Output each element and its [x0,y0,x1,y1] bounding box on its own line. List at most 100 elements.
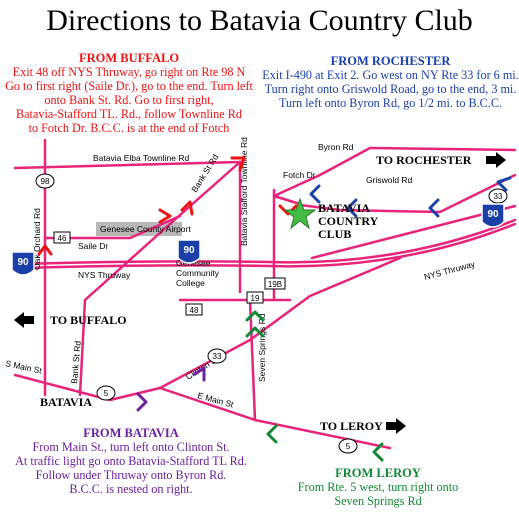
rochester-directions: FROM ROCHESTER Exit I-490 at Exit 2. Go … [262,54,519,110]
buffalo-chevron [180,200,194,216]
road-seven-springs [248,298,257,422]
svg-text:33: 33 [494,192,503,201]
destination-star-icon [283,197,317,230]
svg-text:19: 19 [251,294,260,303]
road-thruway [20,218,517,266]
rochester-chevron [496,176,512,192]
rochester-line: Exit I-490 at Exit 2. Go west on NY Rte … [262,68,519,82]
shield-i90-mid: 90 [177,239,201,264]
road-clinton [158,256,402,390]
buffalo-line: to Fotch Dr. B.C.C. is at the end of Fot… [28,121,230,135]
leroy-line: Seven Springs Rd [334,494,422,508]
road-saile [43,214,182,240]
buffalo-heading: FROM BUFFALO [78,51,180,65]
svg-text:33: 33 [213,352,222,361]
rochester-heading: FROM ROCHESTER [330,54,451,68]
label-college-2: Community [176,268,220,278]
to-buffalo-arrow-icon [14,312,24,328]
buffalo-line: Exit 48 off NYS Thruway, go right on Rte… [12,65,246,79]
road-bank-lower [78,213,182,397]
to-buffalo-label: TO BUFFALO [50,313,127,327]
svg-text:COUNTRY: COUNTRY [318,214,379,228]
road-fotch [272,194,302,206]
shield-46: 46 [53,231,71,244]
shield-98: 98 [35,173,55,189]
shield-19b: 19B [264,277,286,290]
road-to-rochester [368,146,517,152]
leroy-directions: FROM LEROY From Rte. 5 west, turn right … [278,466,478,508]
label-batavia-stafford: Batavia Stafford Townline Rd [239,137,249,246]
page-title: Directions to Batavia Country Club [46,4,473,37]
batavia-line: Follow under Thruway onto Byron Rd. [35,468,227,482]
shield-i90-right: 90 [481,203,505,228]
leroy-chevron [245,310,265,322]
to-leroy-arrow-shaft [386,422,396,430]
batavia-heading: FROM BATAVIA [83,426,179,440]
batavia-directions: FROM BATAVIA From Main St., turn left on… [0,426,262,496]
svg-text:BATAVIA: BATAVIA [318,201,370,215]
batavia-line: From Main St., turn left onto Clinton St… [32,440,230,454]
rochester-chevron [309,184,321,204]
rochester-line: Turn left onto Byron Rd, go 1/2 mi. to B… [278,96,502,110]
svg-text:48: 48 [190,306,199,315]
svg-text:90: 90 [487,209,499,220]
shield-5-left: 5 [96,385,116,401]
batavia-line: At traffic light go onto Batavia-Staffor… [15,454,247,468]
svg-text:5: 5 [104,389,109,398]
label-batavia-elba: Batavia Elba Townline Rd [93,153,190,163]
road-rte33-east [310,204,517,260]
road-s-main [13,373,162,402]
leroy-heading: FROM LEROY [335,466,421,480]
svg-text:46: 46 [58,234,67,243]
label-bank-st-top: Bank St Rd [189,152,220,194]
buffalo-line: onto Bank St. Rd. Go to first right, [44,93,214,107]
buffalo-chevron [37,244,53,256]
leroy-line: From Rte. 5 west, turn right onto [297,480,459,494]
svg-text:98: 98 [41,177,50,186]
svg-text:19B: 19B [268,280,282,289]
buffalo-directions: FROM BUFFALO Exit 48 off NYS Thruway, go… [0,51,258,135]
label-thruway-right: NYS Thruway [423,259,477,282]
rochester-chevron [346,198,358,218]
shield-5-right: 5 [338,438,358,454]
rochester-line: Turn right onto Griswold Road, go to the… [264,82,517,96]
road-byron [272,146,372,198]
shield-19: 19 [246,291,264,304]
label-griswold: Griswold Rd [366,175,413,185]
label-thruway-left: NYS Thruway [78,270,131,280]
batavia-chevron [193,366,206,382]
label-s-main: S Main St [5,358,44,376]
leroy-chevron [372,442,384,462]
leroy-chevron [245,326,265,338]
label-college-3: College [176,278,205,288]
label-airport: Genesee County Airport [100,224,191,234]
to-rochester-label: TO ROCHESTER [376,153,472,167]
buffalo-chevron [278,204,298,216]
svg-text:90: 90 [183,245,195,256]
to-rochester-arrow-icon [496,152,506,168]
road-thruway-lane [20,222,517,270]
shield-33-top: 33 [488,188,508,204]
shield-i90-left: 90 [11,251,35,276]
rochester-chevron [428,198,440,218]
buffalo-line: Go to first right (Saile Dr.), go to the… [5,79,253,93]
label-byron: Byron Rd [318,142,354,152]
leroy-chevron [266,424,278,444]
buffalo-line: Batavia-Stafford TL. Rd., follow Townlin… [16,107,242,121]
road-network [13,138,517,450]
to-buffalo-arrow-shaft [24,316,34,324]
batavia-chevron [136,392,148,412]
label-seven-springs: Seven Springs Rd [257,313,267,382]
route-chevrons [37,156,512,462]
shield-48: 48 [185,303,203,316]
label-saile: Saile Dr [78,241,108,251]
road-e-main [158,386,392,450]
city-label: BATAVIA [40,395,92,409]
buffalo-chevron [230,156,246,172]
label-oak-orchard: Oak Orchard Rd [32,208,42,270]
route-shields: 98 46 48 19 19B 33 33 5 5 90 90 90 [11,173,508,454]
destination-arrows: TO ROCHESTER TO BUFFALO TO LEROY [14,152,506,434]
shield-33-mid: 33 [207,348,227,364]
road-griswold [298,173,517,214]
